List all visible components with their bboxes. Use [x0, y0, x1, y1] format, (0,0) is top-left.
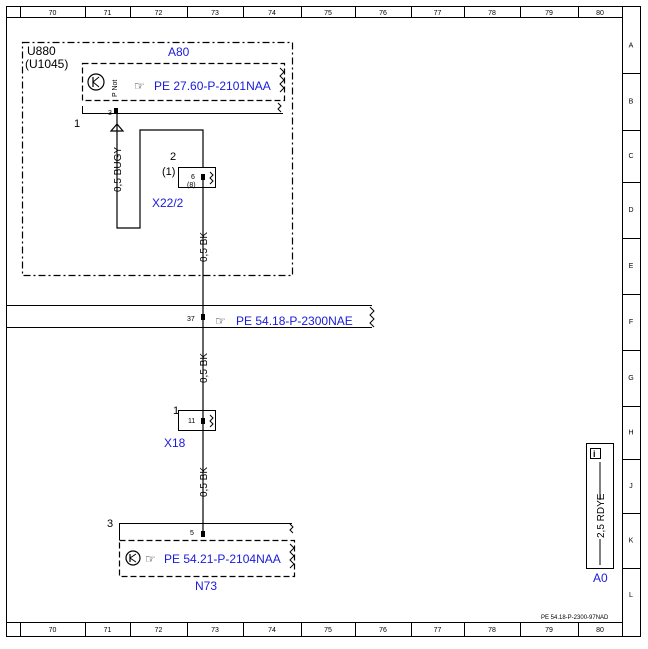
wire-bugy-arrow — [109, 123, 125, 132]
x18-number: 1 — [173, 405, 179, 417]
row-labels: A B C D E F G H J K L — [628, 43, 633, 600]
footer-code: PE 54.18-P-2300-97NAD — [541, 615, 609, 621]
x22-alt-pin: (8) — [187, 182, 196, 189]
bus-reference-link[interactable]: PE 54.18-P-2300NAE — [236, 314, 353, 328]
column-label-top: 75 — [324, 10, 332, 17]
a0-info-icon[interactable] — [590, 448, 601, 459]
column-label-bottom: 77 — [434, 627, 442, 634]
x22-pin: 6 — [191, 174, 195, 181]
n73-pin-contact — [201, 531, 205, 537]
row-label: H — [628, 430, 633, 437]
column-label-top: 70 — [49, 10, 57, 17]
column-label-top: 76 — [379, 10, 387, 17]
connector-x22-name[interactable]: X22/2 — [152, 196, 184, 210]
wire-bugy-label: 0,5 BUGY — [113, 147, 124, 192]
x22-break-mark — [209, 171, 214, 185]
module-u880-box — [21, 41, 294, 277]
wire-x18-label: 0,5 BK — [199, 467, 210, 497]
column-label-bottom: 73 — [211, 627, 219, 634]
a80-break-mark — [279, 67, 285, 93]
wire-left-number: 1 — [74, 118, 80, 130]
a0-info-glyph: i — [593, 449, 596, 459]
x22-pin-contact — [201, 174, 205, 180]
module-u880-alt-id: (U1045) — [25, 57, 68, 71]
n73-transistor-icon — [125, 550, 141, 566]
row-ticks — [623, 73, 640, 569]
bus-break-mark — [369, 306, 375, 328]
a80-pin-label: P Not — [112, 80, 119, 97]
column-label-top: 80 — [596, 10, 604, 17]
column-ticks — [20, 7, 623, 636]
row-label: J — [629, 483, 633, 490]
bus-pin: 37 — [187, 316, 195, 323]
wire-x22-label: 0,5 BK — [199, 232, 210, 262]
row-label: K — [629, 538, 634, 545]
n73-hand-pointer-icon: ☞ — [145, 552, 156, 566]
column-label-bottom: 75 — [324, 627, 332, 634]
column-label-top: 71 — [104, 10, 112, 17]
n73-pin: 5 — [190, 530, 194, 537]
x22-connector-box — [178, 167, 216, 188]
a80-transistor-icon — [87, 73, 105, 91]
component-n73-name[interactable]: N73 — [195, 579, 217, 593]
row-label: D — [628, 207, 633, 214]
component-a80-name[interactable]: A80 — [168, 45, 190, 59]
column-label-bottom: 71 — [104, 627, 112, 634]
row-label: L — [629, 592, 633, 599]
module-u880-id: U880 — [27, 44, 56, 58]
column-label-top: 72 — [155, 10, 163, 17]
column-label-bottom: 79 — [545, 627, 553, 634]
column-label-bottom: 74 — [268, 627, 276, 634]
wire-bus-label: 0,5 BK — [199, 353, 210, 383]
column-label-top: 73 — [211, 10, 219, 17]
a0-legend-box — [586, 443, 614, 569]
row-label: F — [629, 319, 633, 326]
column-label-bottom: 78 — [488, 627, 496, 634]
n73-number: 3 — [107, 518, 113, 530]
row-label: A — [629, 43, 634, 50]
a80-pin-contact — [114, 108, 118, 114]
column-label-top: 77 — [434, 10, 442, 17]
column-label-top: 78 — [488, 10, 496, 17]
bus-pin-contact — [201, 314, 205, 320]
column-labels-top: 70 71 72 73 74 75 76 77 78 79 80 — [49, 10, 604, 17]
row-label: B — [629, 99, 634, 106]
column-label-bottom: 72 — [155, 627, 163, 634]
column-label-top: 79 — [545, 10, 553, 17]
column-label-bottom: 80 — [596, 627, 604, 634]
column-label-bottom: 76 — [379, 627, 387, 634]
column-label-bottom: 70 — [49, 627, 57, 634]
n73-reference-link[interactable]: PE 54.21-P-2104NAA — [164, 552, 281, 566]
bus-hand-pointer-icon: ☞ — [215, 314, 226, 328]
column-labels-bottom: 70 71 72 73 74 75 76 77 78 79 80 — [49, 627, 604, 634]
a0-wire-label: 2,5 RDYE — [596, 493, 607, 538]
n73-break-mark — [289, 543, 295, 569]
x18-break-mark — [209, 414, 214, 428]
column-label-top: 74 — [268, 10, 276, 17]
row-label: C — [628, 153, 633, 160]
connector-x18-name[interactable]: X18 — [164, 436, 186, 450]
row-label: E — [629, 263, 634, 270]
component-a80-box — [81, 62, 286, 102]
x18-pin-contact — [201, 418, 205, 424]
legend-a0-name[interactable]: A0 — [593, 571, 608, 585]
x22-pin-number: 2 — [170, 151, 176, 163]
x22-alt-number: (1) — [162, 166, 175, 178]
x18-connector-box — [178, 410, 216, 431]
a80-ground-break-mark — [277, 102, 282, 113]
row-label: G — [628, 375, 633, 382]
wire-bugy-path — [116, 114, 204, 229]
frame-border — [6, 6, 641, 637]
a80-hand-pointer-icon: ☞ — [134, 79, 145, 93]
x18-pin: 11 — [188, 418, 195, 425]
a80-reference-link[interactable]: PE 27.60-P-2101NAA — [154, 79, 271, 93]
n73-top-break-mark — [289, 523, 294, 534]
a80-pin-number: 3 — [108, 110, 112, 117]
component-n73-box — [118, 539, 296, 578]
